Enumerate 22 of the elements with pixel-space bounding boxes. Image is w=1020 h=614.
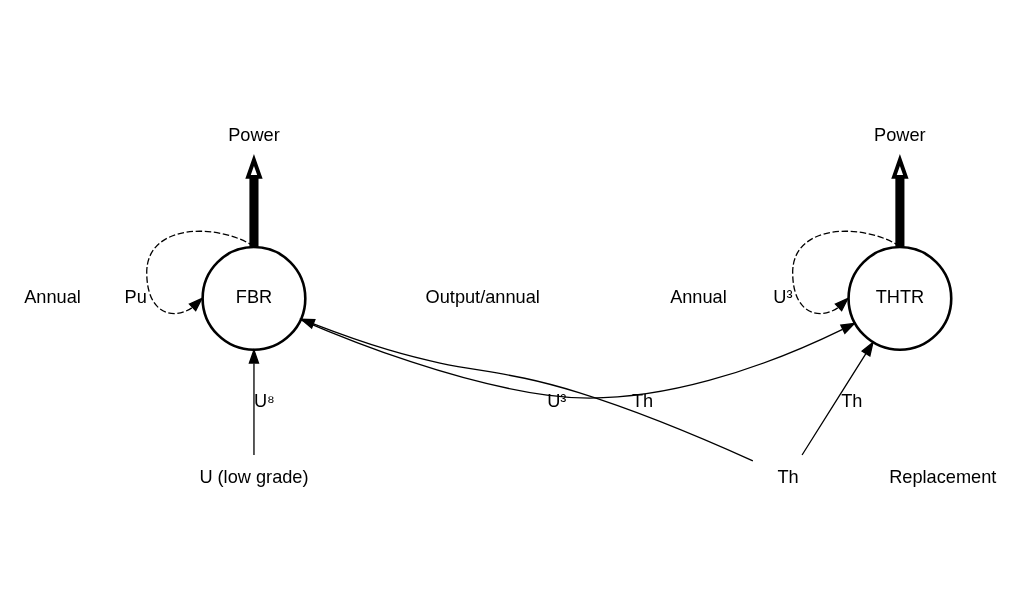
label: Annual bbox=[670, 286, 727, 307]
label: Replacement bbox=[889, 466, 997, 487]
node-circle: FBR bbox=[201, 245, 307, 351]
arrow bbox=[801, 340, 874, 456]
node-text: Th bbox=[777, 466, 799, 487]
node-circle: THTR bbox=[847, 245, 953, 351]
edge-label: Th bbox=[631, 390, 654, 411]
label: Annual bbox=[24, 286, 81, 307]
arrow bbox=[300, 318, 857, 398]
edge-label: U³ bbox=[547, 390, 567, 411]
arrow bbox=[299, 317, 754, 461]
arrow bbox=[248, 347, 260, 456]
node-text: Power bbox=[874, 124, 926, 145]
edge-label: Pu bbox=[124, 286, 147, 307]
arrow bbox=[891, 153, 909, 247]
edge-label: Th bbox=[841, 390, 863, 411]
edge-label: U⁸ bbox=[253, 390, 275, 411]
edge-label: U³ bbox=[773, 286, 793, 307]
label: Output/annual bbox=[425, 286, 540, 307]
arrow bbox=[245, 153, 263, 247]
node-text: Power bbox=[228, 124, 280, 145]
node-text: U (low grade) bbox=[199, 466, 309, 487]
